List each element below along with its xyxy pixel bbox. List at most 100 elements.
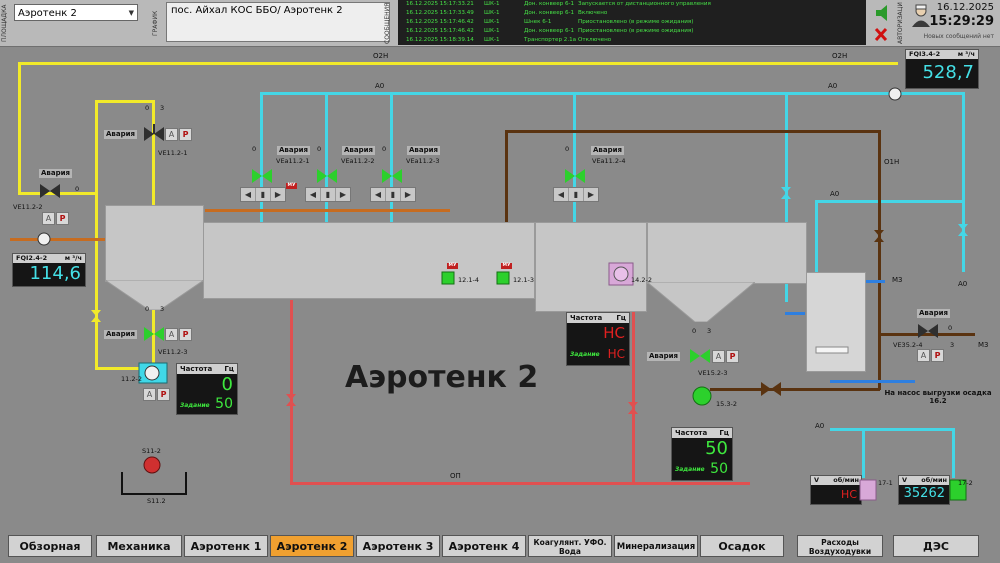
messages-label[interactable]: СООБЩЕНИЯ (384, 2, 391, 44)
valve-op-right-icon[interactable] (626, 400, 640, 416)
nav-des[interactable]: ДЭС (893, 535, 979, 557)
valve-ve11-2-3[interactable] (143, 323, 165, 345)
valve-vea11-2-4[interactable] (564, 165, 586, 187)
nav-coagulant[interactable]: Коагулянт. УФО. Вода (528, 535, 612, 557)
valve-vea11-2-2[interactable] (316, 165, 338, 187)
check-valve-icon[interactable] (759, 380, 783, 398)
nav-aerotank-3[interactable]: Аэротенк 3 (356, 535, 440, 557)
clean-water-tank (806, 272, 866, 372)
auto-button[interactable]: A (165, 328, 178, 341)
valve-ve11-2-2[interactable] (39, 180, 61, 202)
alarm-label: Авария (646, 351, 681, 362)
pump-11-2-2-icon[interactable] (138, 362, 168, 384)
alarm-label: Авария (341, 145, 376, 156)
valve-vea11-2-3[interactable] (381, 165, 403, 187)
flow-sensor-icon[interactable] (887, 86, 903, 102)
auto-button[interactable]: A (917, 349, 930, 362)
auto-button[interactable]: A (143, 388, 156, 401)
nav-blowers[interactable]: Расходы Воздуходувки (797, 535, 883, 557)
pump-17-1-icon[interactable] (858, 478, 878, 502)
freq-value: 0 (221, 374, 233, 395)
flow-sensor-icon[interactable] (36, 231, 52, 247)
pipe-op-right (632, 300, 635, 485)
pipe-m3 (880, 333, 975, 336)
sound-icon[interactable] (872, 2, 892, 44)
label-a0: А0 (830, 190, 840, 198)
pump-15-3-2-icon[interactable] (690, 386, 716, 406)
manual-button[interactable]: P (179, 328, 192, 341)
valve-step-buttons[interactable]: ◀▮▶ (370, 187, 416, 202)
valve-step-buttons[interactable]: ◀▮▶ (305, 187, 351, 202)
manual-button[interactable]: P (179, 128, 192, 141)
label-a0: А0 (815, 422, 825, 430)
step-right-icon: ▶ (587, 190, 595, 199)
outlet-icon (815, 346, 849, 354)
manual-button[interactable]: P (931, 349, 944, 362)
step-stop-icon: ▮ (321, 188, 336, 201)
user-avatar-icon[interactable] (910, 4, 932, 28)
valve-step-buttons[interactable]: ◀▮▶ (553, 187, 599, 202)
nav-aerotank-1[interactable]: Аэротенк 1 (184, 535, 268, 557)
manual-button[interactable]: P (726, 350, 739, 363)
nav-overview[interactable]: Обзорная (8, 535, 92, 557)
motor-12-1-4-icon[interactable] (440, 270, 456, 286)
no-messages-text: Новых сообщений нет (923, 33, 994, 40)
pipe-blue-small (785, 312, 805, 315)
step-right-icon: ▶ (404, 190, 412, 199)
valve-op-left-icon[interactable] (284, 392, 298, 408)
label-m3: М3 (892, 276, 903, 284)
nav-mechanics[interactable]: Механика (96, 535, 182, 557)
valve-ve35-2-4[interactable] (917, 320, 939, 342)
alarm-label: Авария (916, 308, 951, 319)
valve-o1n-icon[interactable] (872, 228, 886, 244)
nav-mineralization[interactable]: Минерализация (614, 535, 698, 557)
pump-17-2-icon[interactable] (948, 478, 968, 502)
pipe-op-left (290, 300, 293, 485)
alarm-label: Авария (103, 329, 138, 340)
nav-aerotank-2[interactable]: Аэротенк 2 (270, 535, 354, 557)
pump-s11-2-icon[interactable] (140, 455, 164, 475)
mixer-14-2-2-icon[interactable] (608, 262, 634, 286)
object-select[interactable]: Аэротенк 2 ▼ (14, 4, 138, 21)
graph-label[interactable]: ГРАФИК (152, 10, 159, 36)
motor-12-1-3-icon[interactable] (495, 270, 511, 286)
manual-button[interactable]: P (56, 212, 69, 225)
valve-ve15-2-3[interactable] (689, 345, 711, 367)
alarm-label: Авария (406, 145, 441, 156)
alarm-label: Авария (590, 145, 625, 156)
step-left-icon: ◀ (241, 188, 256, 201)
nav-aerotank-4[interactable]: Аэротенк 4 (442, 535, 526, 557)
valve-a0-right-icon[interactable] (956, 222, 970, 238)
valve-a0-mid-icon[interactable] (779, 185, 793, 201)
label-o2n: О2Н (373, 52, 389, 60)
pipe-o1n-right (878, 130, 881, 390)
valve-yellow-icon[interactable] (89, 308, 103, 324)
auto-button[interactable]: A (42, 212, 55, 225)
step-left-icon: ◀ (371, 188, 386, 201)
pipe-yellow-vert (95, 100, 98, 370)
valve-vea11-2-1[interactable] (251, 165, 273, 187)
manual-button[interactable]: P (157, 388, 170, 401)
pipe-a0-b2 (952, 428, 955, 478)
valve-ve11-2-1[interactable] (143, 123, 165, 145)
valve-step-buttons[interactable]: ◀▮▶ (240, 187, 286, 202)
fqi24-2-value: 114,6 (29, 263, 81, 284)
pipe-yellow-lower (152, 300, 155, 370)
freq-set-value: 50 (215, 396, 233, 412)
auto-button[interactable]: A (165, 128, 178, 141)
nav-sludge[interactable]: Осадок (700, 535, 784, 557)
auto-button[interactable]: A (712, 350, 725, 363)
